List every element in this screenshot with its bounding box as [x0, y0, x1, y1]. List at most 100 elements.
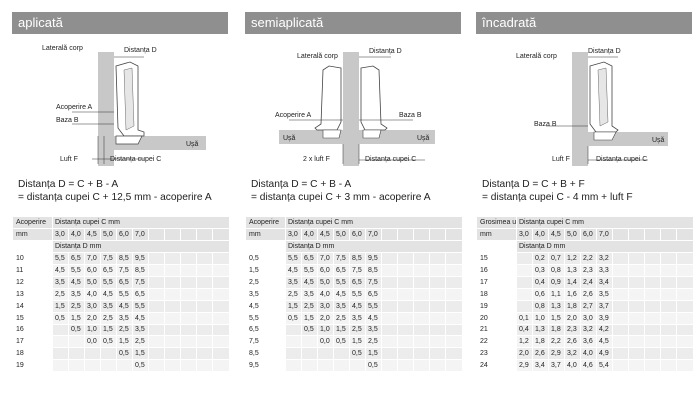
table-cell	[164, 300, 181, 313]
table-cell	[644, 288, 661, 301]
table-cell	[52, 335, 69, 349]
table-cell	[660, 324, 677, 337]
table-cell	[644, 347, 661, 361]
table-cell	[516, 300, 533, 313]
table-cell: 1,0	[317, 324, 334, 337]
label-dist-d: Distanța D	[369, 48, 402, 55]
table-cell	[317, 359, 334, 373]
table-cell: 24	[476, 359, 517, 373]
table-cell	[628, 312, 645, 325]
table-cell: 0,5	[285, 312, 302, 325]
table-cell	[180, 359, 197, 373]
table-cell	[413, 276, 430, 289]
table-cell: 4,0	[68, 228, 85, 242]
table-cell: 2,3	[564, 324, 581, 337]
table-cell	[516, 276, 533, 289]
table-cell: 4,2	[596, 324, 613, 337]
table-cell: 12	[12, 276, 53, 289]
table-cell	[429, 359, 446, 373]
table-cell: 5,5	[100, 276, 117, 289]
table-cell: 0,5	[365, 359, 382, 373]
table-cell	[211, 312, 229, 325]
table-cell: 0,5	[301, 324, 318, 337]
table-cell	[211, 324, 229, 337]
table-cell	[660, 288, 677, 301]
table-cell	[180, 228, 197, 242]
table-cell	[444, 288, 462, 301]
table-cell: 3,0	[317, 300, 334, 313]
hinge-diagram: Laterală corp Distanța D Acoperire A Baz…	[12, 40, 228, 175]
table-cell: 3,0	[84, 300, 101, 313]
table-cell: 4,0	[317, 288, 334, 301]
label-acoperire: Acoperire A	[275, 112, 312, 119]
table-cell: 7,5	[132, 276, 149, 289]
table-cell: 5,4	[596, 359, 613, 373]
table-cell: 2,5	[100, 312, 117, 325]
table-cell	[164, 335, 181, 349]
table-cell	[148, 264, 165, 277]
table-cell	[196, 300, 213, 313]
table-cell	[333, 359, 350, 373]
table-cell: 3,0	[52, 228, 69, 242]
table-cell	[675, 264, 693, 277]
table-cell	[644, 228, 661, 242]
table-cell	[660, 347, 677, 361]
label-luft: 2 x luft F	[303, 156, 330, 163]
table-cell	[301, 347, 318, 361]
formula-line-1: Distanța D = C + B - A	[251, 179, 352, 190]
table-cell	[397, 264, 414, 277]
table-cell	[628, 359, 645, 373]
table-cell: 0,4	[532, 276, 549, 289]
table-cell: 3,7	[596, 300, 613, 313]
table-cell	[429, 324, 446, 337]
table-cell: 4,0	[564, 359, 581, 373]
label-lateral: Laterală corp	[516, 53, 557, 60]
table-cell: 2,7	[580, 300, 597, 313]
table-cell: 4,0	[84, 288, 101, 301]
table-cell: 0,9	[548, 276, 565, 289]
column-aplicata: aplicată Laterală corp Distanța D Acoper…	[12, 0, 229, 409]
table-cell: 7,0	[132, 228, 149, 242]
table-cell: 8,5	[132, 264, 149, 277]
table-cell	[628, 347, 645, 361]
table-cell	[381, 300, 398, 313]
cup-right-shape	[362, 129, 382, 139]
table-cell	[148, 228, 165, 242]
table-cell: 5,5	[116, 288, 133, 301]
table-cell	[180, 252, 197, 266]
label-dist-d: Distanța D	[588, 48, 621, 55]
table-cell	[516, 252, 533, 266]
cabinet-side-shape	[572, 52, 588, 166]
table-cell: 5,5	[52, 252, 69, 266]
table-cell: 1,8	[548, 324, 565, 337]
table-cell	[444, 335, 462, 349]
table-cell	[413, 335, 430, 349]
table-cell: 1,5	[132, 347, 149, 361]
label-baza: Baza B	[534, 121, 557, 128]
table-cell	[413, 324, 430, 337]
table-cell: 2,5	[365, 335, 382, 349]
label-dist-d: Distanța D	[124, 47, 157, 54]
table-cell: 9,5	[132, 252, 149, 266]
table-cell: 10	[12, 252, 53, 266]
table-cell	[444, 276, 462, 289]
table-cell: 1,5	[333, 324, 350, 337]
table-cell: 3,5	[301, 288, 318, 301]
table-cell: 7,0	[596, 228, 613, 242]
label-dist-c: Distanța cupei C	[110, 156, 161, 163]
table-cell: 5,5	[68, 264, 85, 277]
table-cell	[196, 312, 213, 325]
table-cell	[148, 312, 165, 325]
table-cell: 4,5	[100, 288, 117, 301]
table-cell	[301, 335, 318, 349]
table-cell: 1,8	[564, 300, 581, 313]
table-cell: 2,4	[580, 276, 597, 289]
table-cell	[675, 276, 693, 289]
